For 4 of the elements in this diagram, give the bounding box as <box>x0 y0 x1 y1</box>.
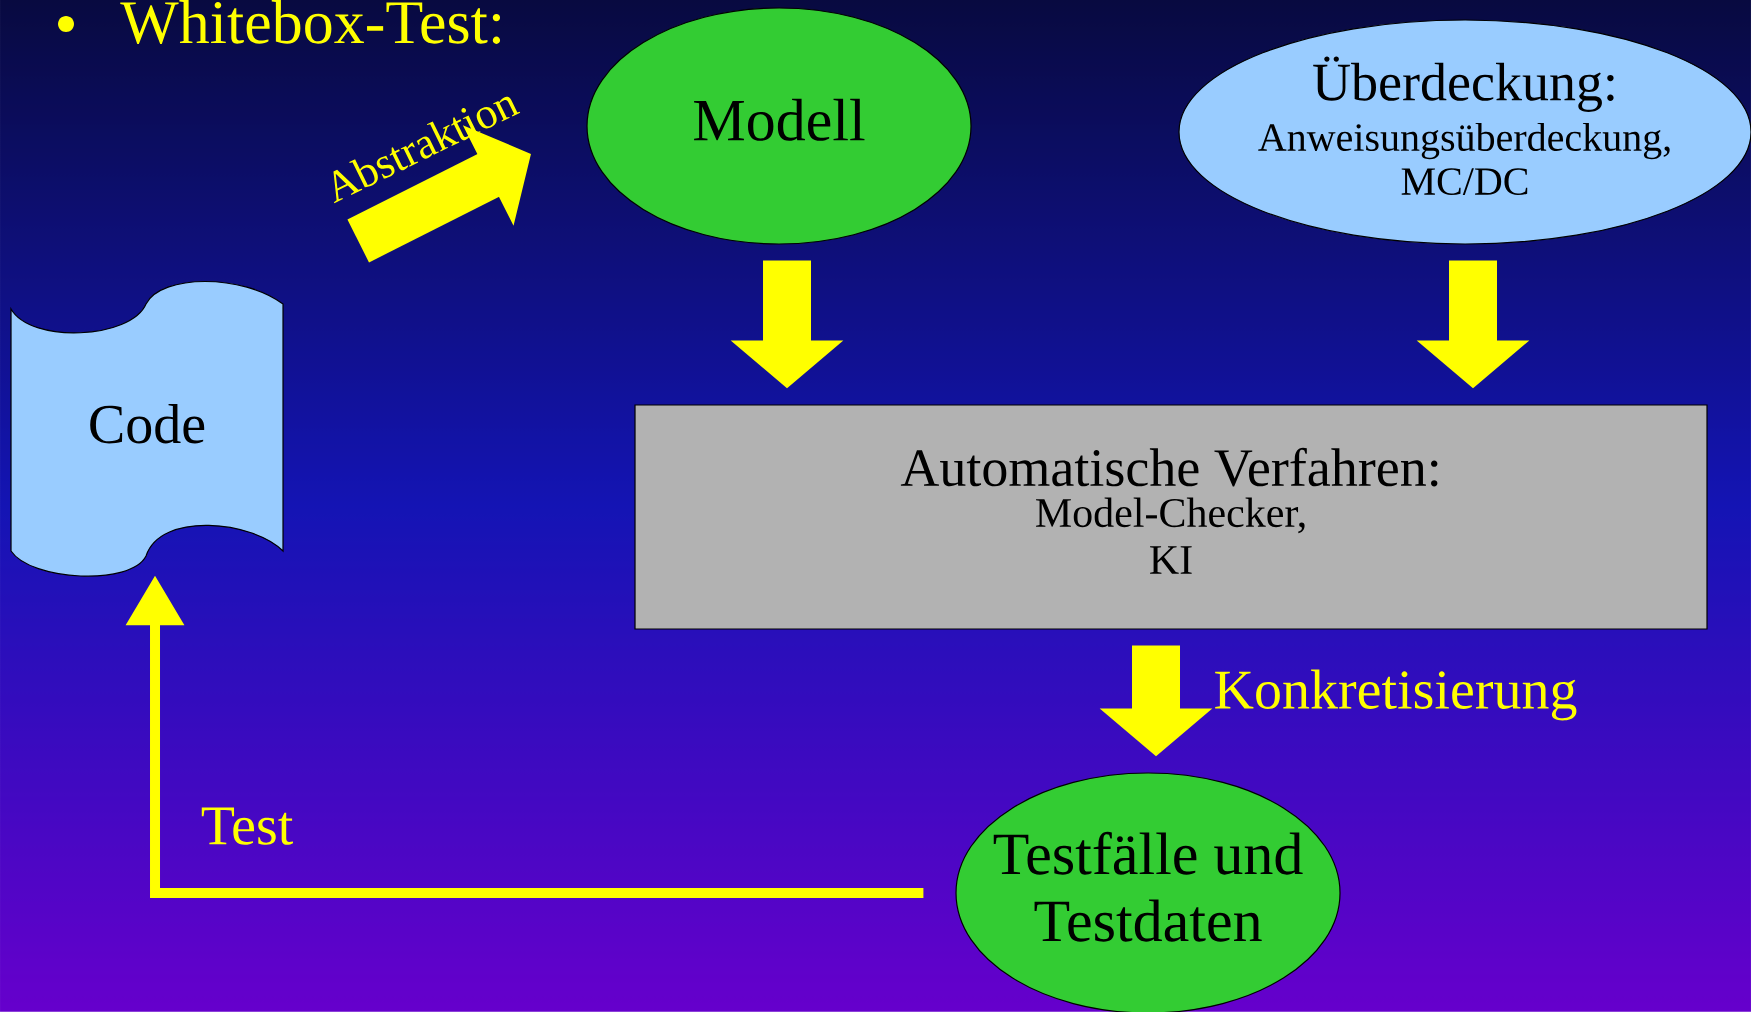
process-box: Automatische Verfahren: Model-Checker, KI <box>634 404 1708 630</box>
title: Whitebox-Test: <box>120 0 501 44</box>
edge-label: Konkretisierung <box>1215 669 1577 721</box>
edge-label: Test <box>201 807 293 845</box>
